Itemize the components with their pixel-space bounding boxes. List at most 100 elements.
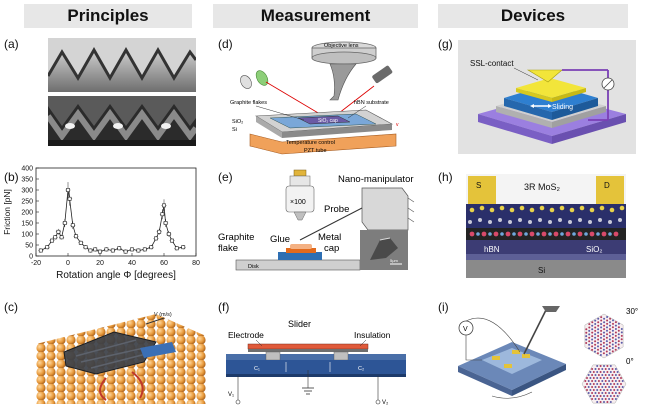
data-point [98,249,102,254]
label-g: (g) [438,37,453,51]
data-point [93,247,98,252]
y-tick-label: 100 [21,232,33,239]
data-point [38,248,43,253]
svg-text:Electrode: Electrode [228,330,264,340]
data-point [166,232,171,236]
x-tick-label: 20 [96,260,104,267]
data-point [45,245,50,250]
panel-d-setup: Objective lens SiO₂ cap Temperature cont… [226,38,406,156]
svg-text:S: S [476,181,481,190]
svg-text:V₁: V₁ [228,392,234,398]
svg-text:Probe: Probe [324,204,349,215]
plot-frame [35,167,197,257]
x-tick-label: 80 [192,260,200,267]
data-point [181,245,186,250]
label-a: (a) [4,37,19,51]
panel-e-setup: ×100 Nano-manipulator Probe Disk Glue Me… [214,168,422,288]
svg-text:PZT tube: PZT tube [304,148,327,154]
svg-text:Graphite flakes: Graphite flakes [230,100,267,106]
panel-c-illustration: V (m/s) [36,304,206,404]
svg-text:Nano-manipulator: Nano-manipulator [338,174,414,185]
data-point [56,229,61,234]
svg-text:SSL-contact: SSL-contact [470,59,514,68]
x-tick-label: 60 [160,260,168,267]
svg-text:Glue: Glue [270,234,290,245]
panel-i-lattices: 30° 0° [572,304,648,408]
header-principles: Principles [24,4,192,28]
svg-text:Slider: Slider [288,319,311,329]
x-tick-label: 0 [66,260,70,267]
svg-text:Insulation: Insulation [354,330,391,340]
svg-text:v: v [396,122,399,128]
hex-lattice-30deg [584,313,624,359]
y-tick-label: 300 [21,188,33,195]
svg-text:V: V [463,326,468,333]
data-point [154,236,158,241]
y-tick-label: 200 [21,210,33,217]
hex-lattice-0deg [581,364,627,404]
svg-text:Metal: Metal [318,232,341,243]
data-point [174,246,179,251]
data-point [88,248,93,253]
y-axis-label: Friction [pN] [2,189,12,235]
svg-text:C₁: C₁ [254,366,260,372]
svg-text:Temperature control: Temperature control [286,140,335,146]
data-point [117,246,122,251]
panel-a-bottom-photo [48,96,196,146]
data-point [149,245,154,250]
svg-text:Objective lens: Objective lens [324,43,359,49]
header-measurement: Measurement [213,4,418,28]
data-point [74,234,78,239]
svg-text:SiO₂ cap: SiO₂ cap [318,118,338,124]
label-d: (d) [218,37,233,51]
svg-text:Graphite: Graphite [218,232,254,243]
svg-text:SiO₂: SiO₂ [232,119,243,125]
panel-h-device: S D 3R MoS₂ hBN [466,174,626,278]
data-point [163,221,168,225]
panel-g-device: Sliding SSL-contact [458,40,636,154]
data-point [59,235,64,240]
svg-text:C₂: C₂ [358,366,364,372]
label-b: (b) [4,170,19,184]
label-e: (e) [218,170,233,184]
data-point [162,203,166,208]
data-point [62,221,67,225]
svg-text:flake: flake [218,243,238,254]
y-tick-label: 150 [21,221,33,228]
data-point [83,245,88,250]
x-tick-label: -20 [31,260,41,267]
svg-text:SiO₂: SiO₂ [586,245,602,254]
svg-text:5μm: 5μm [390,258,399,263]
data-point [67,196,72,201]
data-point [170,238,174,243]
data-point [50,238,54,243]
y-tick-label: 350 [21,177,33,184]
svg-text:30°: 30° [626,307,638,316]
y-tick-label: 0 [29,254,33,261]
panel-i-device: V [452,304,572,404]
svg-text:Si: Si [232,127,237,133]
data-point [157,229,162,234]
panel-f-slider: Slider Electrode Insulation C₁ C₂ V₁ V₂ [226,318,406,408]
data-point [53,235,58,240]
label-h: (h) [438,170,453,184]
data-point [78,240,83,245]
data-point [70,223,75,228]
panel-c-velocity-label: V (m/s) [154,312,172,318]
data-point [110,248,115,253]
svg-text:Disk: Disk [248,264,259,270]
label-i: (i) [438,300,449,314]
svg-text:V₂: V₂ [382,400,389,406]
data-point [136,248,141,253]
svg-text:Si: Si [538,266,545,275]
data-point [142,247,147,252]
data-point [130,247,134,252]
header-devices: Devices [438,4,628,28]
svg-text:Sliding: Sliding [552,104,573,111]
y-tick-label: 50 [25,243,33,250]
data-point [160,212,165,217]
svg-text:0°: 0° [626,357,634,366]
panel-a-top-photo [48,38,196,92]
label-f: (f) [218,300,230,314]
svg-text:hBN: hBN [484,245,500,254]
